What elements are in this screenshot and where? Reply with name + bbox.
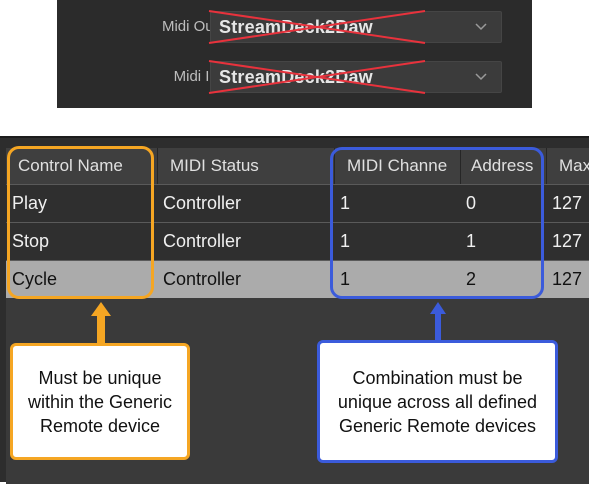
table-row[interactable]: Stop Controller 1 1 127 (6, 223, 589, 260)
column-header-midi-status[interactable]: MIDI Status (157, 148, 334, 184)
row-separator (6, 222, 589, 223)
table-row-selected[interactable]: Cycle Controller 1 2 127 (6, 261, 589, 298)
control-name-note-text: Must be unique within the Generic Remote… (27, 367, 173, 436)
midi-status-cell: Controller (163, 193, 242, 213)
column-header-max[interactable]: Max (546, 148, 589, 184)
midi-in-port-value: StreamDeck2Daw (219, 67, 373, 87)
max-cell: 127 (552, 269, 583, 289)
midi-ports-panel: Midi Out port: StreamDeck2Daw Midi In po… (57, 0, 532, 108)
control-name-highlight (7, 146, 154, 299)
midi-out-port-select[interactable]: StreamDeck2Daw (210, 11, 502, 43)
midi-channel-cell: 1 (340, 269, 351, 289)
midi-out-port-row: Midi Out port: StreamDeck2Daw (57, 9, 532, 45)
channel-address-note-text: Combination must be unique across all de… (337, 367, 538, 436)
control-name-note: Must be unique within the Generic Remote… (10, 343, 190, 460)
midi-out-port-value: StreamDeck2Daw (219, 17, 373, 37)
column-header-control-name[interactable]: Control Name (18, 156, 123, 175)
table-header-row: Control Name MIDI Status MIDI Channe Add… (6, 148, 589, 184)
up-arrow-blue-icon (430, 302, 446, 340)
control-name-cell: Cycle (12, 269, 58, 289)
midi-in-port-row: Midi In port: StreamDeck2Daw (57, 59, 532, 95)
table-row[interactable]: Play Controller 1 0 127 (6, 185, 589, 222)
channel-address-highlight (330, 147, 544, 299)
row-separator (6, 260, 589, 261)
address-cell: 0 (466, 193, 477, 213)
up-arrow-orange-icon (91, 302, 111, 343)
channel-address-note: Combination must be unique across all de… (317, 340, 558, 463)
midi-in-port-select[interactable]: StreamDeck2Daw (210, 61, 502, 93)
midi-channel-cell: 1 (340, 231, 351, 251)
address-cell: 1 (466, 231, 477, 251)
column-header-midi-channel[interactable]: MIDI Channe (334, 148, 460, 184)
max-cell: 127 (552, 193, 583, 213)
midi-status-cell: Controller (163, 231, 242, 251)
control-name-cell: Stop (12, 231, 50, 251)
midi-channel-cell: 1 (340, 193, 351, 213)
chevron-down-icon (475, 73, 487, 81)
row-separator (6, 184, 589, 185)
address-cell: 2 (466, 269, 477, 289)
chevron-down-icon (475, 23, 487, 31)
midi-status-cell: Controller (163, 269, 242, 289)
column-header-address[interactable]: Address (460, 148, 546, 184)
control-name-cell: Play (12, 193, 48, 213)
max-cell: 127 (552, 231, 583, 251)
